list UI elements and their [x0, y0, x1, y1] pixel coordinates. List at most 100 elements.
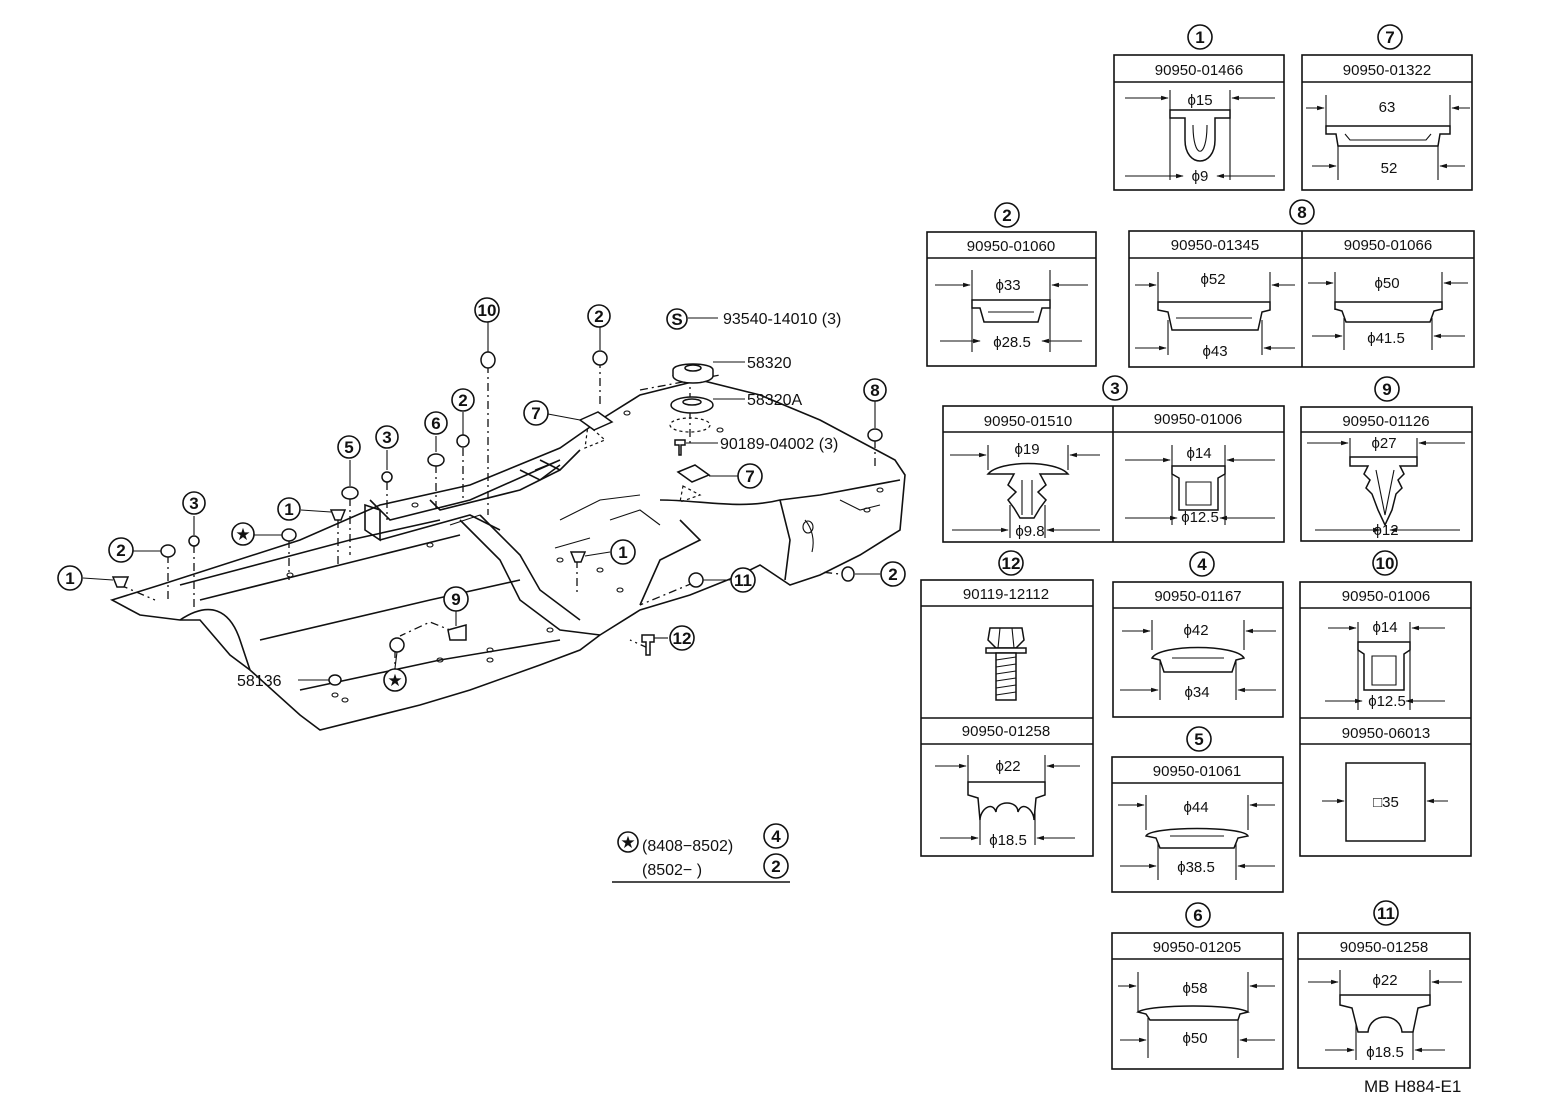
detail-box-5: 5 90950-01061 ϕ44 ϕ38.5: [1111, 726, 1284, 893]
svg-text:12: 12: [673, 629, 692, 648]
svg-text:2: 2: [594, 307, 603, 326]
svg-text:★: ★: [387, 671, 402, 690]
svg-text:S: S: [671, 310, 682, 329]
plug-58136-part: [328, 674, 342, 686]
svg-text:3: 3: [382, 428, 391, 447]
callout-1-left: 1: [57, 565, 83, 591]
plug-11-part: [688, 572, 704, 588]
callout-1-mid: 1: [277, 497, 301, 521]
svg-text:2: 2: [771, 857, 780, 876]
svg-text:9: 9: [451, 590, 460, 609]
main-callouts: 10 2 S 7 7 8 2 6 3 5 1 ★ 3 2 1 1 9 ★ 11 …: [57, 297, 906, 692]
box-10a-part: 90950-01006: [1342, 588, 1430, 605]
bolt-12-part: [641, 634, 655, 656]
svg-text:ϕ22: ϕ22: [1372, 972, 1397, 989]
cushion-58320-part: [672, 363, 714, 384]
plug-8-part: [867, 428, 883, 442]
svg-text:ϕ9.8: ϕ9.8: [1015, 523, 1044, 540]
main-part-labels: 93540-14010 (3) 58320 58320A 90189-04002…: [237, 311, 841, 690]
callout-1-right: 1: [610, 539, 636, 565]
svg-text:ϕ27: ϕ27: [1371, 435, 1396, 452]
svg-text:5: 5: [1194, 730, 1203, 749]
callout-12: 12: [669, 625, 695, 651]
svg-text:ϕ44: ϕ44: [1183, 799, 1208, 816]
box-4-part: 90950-01167: [1154, 588, 1241, 605]
detail-box-4: 4 90950-01167 ϕ42 ϕ34: [1112, 551, 1284, 718]
callout-3-left: 3: [182, 491, 206, 515]
plug-3-part: [381, 471, 393, 483]
star-note: ★ (8408−8502) 4 (8502− ) 2: [612, 823, 790, 883]
clip-9-part: [447, 624, 467, 641]
detail-box-7: 7 90950-01322 63 52: [1301, 24, 1473, 191]
plug-10-part: [480, 351, 496, 369]
box-11-part: 90950-01258: [1340, 939, 1428, 956]
callout-2-right: 2: [880, 561, 906, 587]
box-3a-part: 90950-01510: [984, 413, 1072, 430]
svg-text:7: 7: [745, 467, 754, 486]
detail-box-1: 1 90950-01466 ϕ15 ϕ9: [1113, 24, 1285, 191]
detail-box-2: 2 90950-01060 ϕ33 ϕ28.5: [926, 202, 1097, 367]
plug-2-right-part: [841, 566, 855, 582]
plug-5-part: [341, 486, 359, 500]
label-leaders: [82, 317, 880, 681]
detail-box-6: 6 90950-01205 ϕ58 ϕ50: [1111, 902, 1284, 1070]
detail-box-10: 10 90950-01006 ϕ14 ϕ12.5 90950-06013 □35: [1299, 550, 1472, 857]
box-6-part: 90950-01205: [1153, 939, 1241, 956]
svg-text:ϕ18.5: ϕ18.5: [989, 832, 1027, 849]
svg-text:ϕ34: ϕ34: [1184, 684, 1209, 701]
plug-6-part: [427, 453, 445, 467]
plug-star-low-part: [389, 637, 405, 653]
svg-text:1: 1: [618, 543, 627, 562]
label-93540: 93540-14010 (3): [723, 311, 841, 328]
svg-text:9: 9: [1382, 380, 1391, 399]
svg-text:2: 2: [1002, 206, 1011, 225]
plug-2-left-part: [160, 544, 176, 558]
callout-7-top: 7: [523, 400, 549, 426]
detail-box-3: 3 90950-01510 90950-01006 ϕ19 ϕ9.8 ϕ14 ϕ…: [942, 375, 1285, 543]
svg-text:1: 1: [284, 500, 293, 519]
callout-2-mid: 2: [451, 388, 475, 412]
svg-text:8: 8: [870, 381, 879, 400]
svg-text:8: 8: [1297, 203, 1306, 222]
svg-text:ϕ38.5: ϕ38.5: [1177, 859, 1215, 876]
box-5-part: 90950-01061: [1153, 763, 1241, 780]
callout-10: 10: [474, 297, 500, 323]
callout-7-mid: 7: [737, 463, 763, 489]
svg-text:ϕ9: ϕ9: [1192, 168, 1209, 185]
svg-text:ϕ12.5: ϕ12.5: [1368, 693, 1406, 710]
svg-text:7: 7: [531, 404, 540, 423]
detail-box-12: 12 90119-12112 90950-01258 ϕ22 ϕ18.5: [920, 550, 1094, 857]
plug-2-top-part: [592, 350, 608, 366]
svg-text:12: 12: [1002, 554, 1021, 573]
callout-5: 5: [337, 435, 361, 459]
label-58136: 58136: [237, 673, 282, 690]
svg-text:ϕ22: ϕ22: [995, 758, 1020, 775]
document-id: MB H884-E1: [1364, 1077, 1461, 1096]
svg-text:2: 2: [116, 541, 125, 560]
svg-text:ϕ18.5: ϕ18.5: [1366, 1044, 1404, 1061]
star-note-line1: (8408−8502): [642, 838, 733, 855]
plug-1-right-part: [569, 551, 587, 563]
callout-star-low: ★: [383, 668, 407, 692]
svg-text:5: 5: [344, 438, 353, 457]
callout-2-top: 2: [587, 304, 611, 328]
svg-text:ϕ14: ϕ14: [1186, 445, 1211, 462]
callout-6: 6: [424, 411, 448, 435]
star-note-line2: (8502− ): [642, 862, 702, 879]
svg-text:6: 6: [431, 414, 440, 433]
svg-text:63: 63: [1379, 99, 1396, 116]
callout-11: 11: [730, 567, 756, 593]
plug-3-left-part: [188, 535, 200, 547]
box-12a-part: 90119-12112: [963, 586, 1049, 603]
detail-box-8: 8 90950-01345 90950-01066 ϕ52 ϕ43 ϕ50 ϕ4…: [1128, 199, 1475, 368]
box-8b-part: 90950-01066: [1344, 237, 1432, 254]
svg-text:2: 2: [888, 565, 897, 584]
box-2-part: 90950-01060: [967, 238, 1055, 255]
box-12b-part: 90950-01258: [962, 723, 1050, 740]
main-parts: [111, 350, 883, 686]
svg-text:★: ★: [620, 833, 635, 852]
callout-s: S: [666, 308, 688, 330]
svg-text:ϕ50: ϕ50: [1182, 1030, 1207, 1047]
svg-text:52: 52: [1381, 160, 1398, 177]
